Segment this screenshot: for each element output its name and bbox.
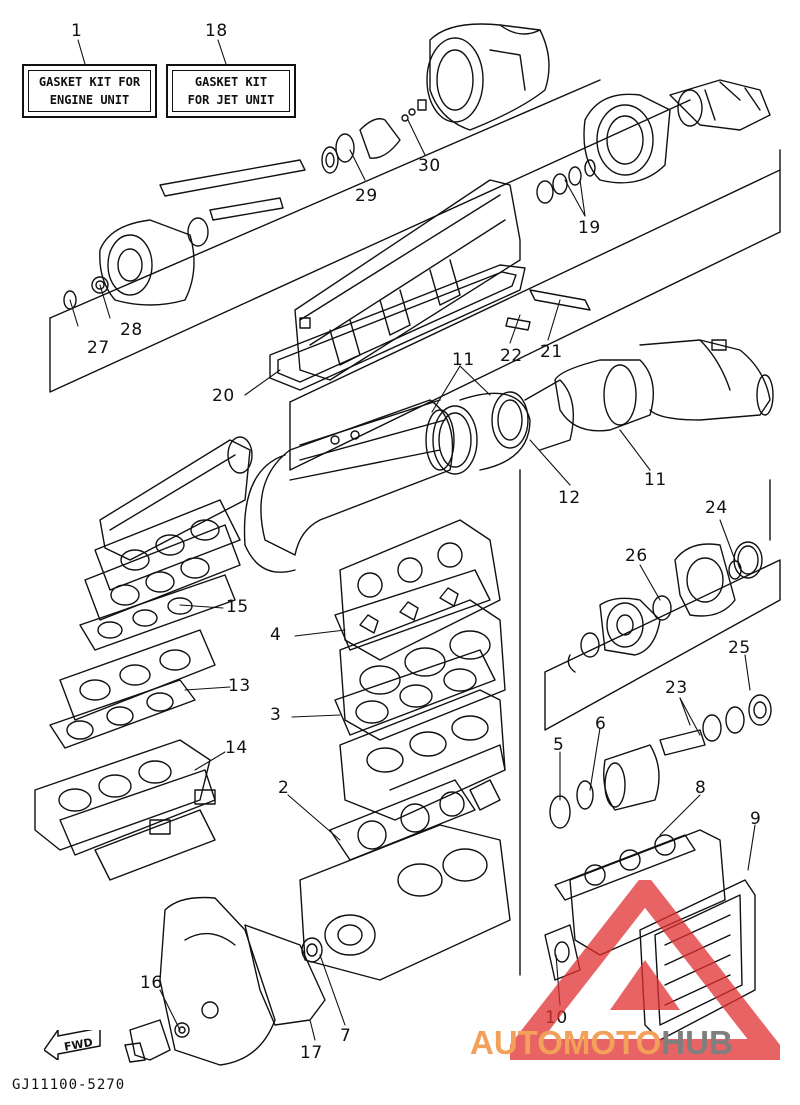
jet-unit-frame <box>49 79 781 976</box>
head-gasket-4 <box>334 569 491 651</box>
front-cover <box>159 896 276 1066</box>
pump-ring <box>583 93 671 184</box>
exhaust-pipe-rear <box>554 339 774 432</box>
exhaust-manifold-8 <box>554 829 726 956</box>
callout-12: 12 <box>558 488 581 508</box>
callout-4: 4 <box>270 625 282 645</box>
gasket-kit-engine-unit-box: GASKET KIT FOR ENGINE UNIT <box>22 64 157 118</box>
callout-21: 21 <box>540 342 563 362</box>
jet-pump-housing <box>426 23 550 131</box>
kit-box-inner: GASKET KIT FOR JET UNIT <box>172 70 290 112</box>
drive-shaft <box>159 99 427 247</box>
cylinder-head <box>339 519 501 661</box>
callout-13: 13 <box>228 676 251 696</box>
callout-11-lower: 11 <box>644 470 667 490</box>
watermark-hub: HUB <box>661 1024 733 1061</box>
gasket-20 <box>269 264 526 391</box>
callout-5: 5 <box>553 735 565 755</box>
callout-8: 8 <box>695 778 707 798</box>
callout-24: 24 <box>705 498 728 518</box>
cover-gasket-17 <box>244 924 326 1026</box>
watermark-text: AUTOMOTOHUB <box>470 1024 733 1062</box>
kit-line-2: FOR JET UNIT <box>187 93 275 107</box>
callout-14: 14 <box>225 738 248 758</box>
callout-23: 23 <box>665 678 688 698</box>
coupler-5-6 <box>549 694 772 829</box>
callout-2: 2 <box>278 778 290 798</box>
callout-3: 3 <box>270 705 282 725</box>
gasket-15-stack <box>79 499 241 651</box>
callout-26: 26 <box>625 546 648 566</box>
watermark-automoto: AUTOMOTO <box>470 1024 662 1061</box>
head-cover <box>99 436 253 561</box>
diagram-code: GJ11100-5270 <box>12 1077 126 1093</box>
carburetor-base <box>34 739 216 881</box>
callout-9: 9 <box>750 809 762 829</box>
callout-19: 19 <box>578 218 601 238</box>
callout-1: 1 <box>71 21 83 41</box>
forward-direction-arrow: FWD <box>42 1027 102 1062</box>
crankcase-gasket-2 <box>329 779 476 861</box>
exhaust-tube <box>243 399 455 573</box>
callout-25: 25 <box>728 638 751 658</box>
intake-manifold <box>49 629 216 749</box>
fwd-label: FWD <box>63 1036 94 1054</box>
callout-27: 27 <box>87 338 110 358</box>
bearing-housing-24-26 <box>567 541 763 673</box>
callout-16: 16 <box>140 973 163 993</box>
kit-box-inner: GASKET KIT FOR ENGINE UNIT <box>28 70 151 112</box>
callout-6: 6 <box>595 714 607 734</box>
leader-lines <box>69 39 756 1041</box>
exhaust-joint-11-12 <box>432 379 575 475</box>
crankcase-lower <box>299 824 511 981</box>
oil-seal-7 <box>301 937 323 963</box>
fwd-arrow-icon: FWD <box>42 1027 101 1062</box>
callout-30: 30 <box>418 156 441 176</box>
kit-line-1: GASKET KIT <box>194 75 268 89</box>
kit-line-2: ENGINE UNIT <box>49 93 130 107</box>
strips-21-22 <box>505 289 591 331</box>
callout-7: 7 <box>340 1026 352 1046</box>
base-gasket-3 <box>334 649 496 736</box>
callout-15: 15 <box>226 597 249 617</box>
callout-28: 28 <box>120 320 143 340</box>
gasket-kit-jet-unit-box: GASKET KIT FOR JET UNIT <box>166 64 296 118</box>
callout-22: 22 <box>500 346 523 366</box>
crankcase-upper <box>339 689 506 821</box>
callout-17: 17 <box>300 1043 323 1063</box>
intake-housing <box>63 219 195 310</box>
callout-20: 20 <box>212 386 235 406</box>
callout-18: 18 <box>205 21 228 41</box>
kit-line-1: GASKET KIT FOR <box>38 75 141 89</box>
callout-11-upper: 11 <box>452 350 475 370</box>
bearing-set-19 <box>536 159 596 204</box>
ride-plate <box>294 179 521 381</box>
impeller <box>669 79 771 131</box>
callout-29: 29 <box>355 186 378 206</box>
pump-16 <box>124 1019 190 1063</box>
watermark-triangle-icon <box>510 880 780 1060</box>
